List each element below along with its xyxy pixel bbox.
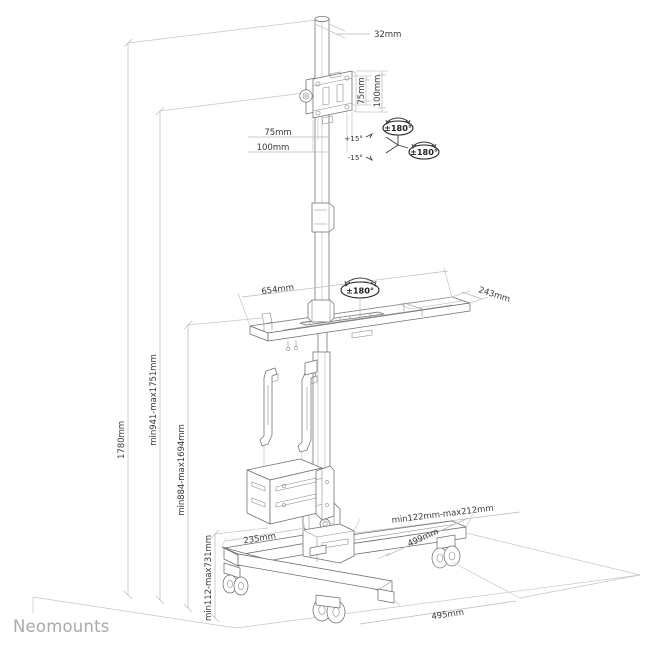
label-total-height: 1780mm [117, 421, 127, 459]
label-vesa-inner-height: 75mm [357, 77, 367, 104]
dim-vesa-horizontal: 75mm 100mm [248, 112, 353, 153]
dim-surface-width: 654mm [237, 267, 453, 327]
dim-worksurface-height: min884-max1694mm [177, 317, 263, 613]
label-worksurface-height: min884-max1694mm [177, 424, 187, 515]
label-vesa-outer-height: 100mm [373, 75, 383, 108]
work-surface [249, 296, 471, 351]
base-frame [221, 520, 467, 624]
badge-monitor-swivel: ±180° [408, 141, 440, 160]
castor-right [431, 534, 461, 569]
cpu-holder [246, 359, 335, 530]
dim-vesa-vertical: 75mm 100mm [352, 70, 388, 113]
label-base-width: 495mm [431, 608, 465, 622]
label-pole-diameter: 32mm [374, 30, 401, 40]
badge-monitor-rotate: ±180° [382, 117, 414, 136]
label-vesa-outer-width: 100mm [257, 143, 290, 153]
label-rot-side: ±180° [410, 147, 438, 157]
badge-worksurface-rotate: ±180° [340, 277, 380, 314]
label-rot-top: ±180° [384, 123, 412, 133]
label-monitor-height: min941-max1751mm [149, 354, 159, 445]
dim-base-width: 495mm [359, 561, 521, 625]
brand-watermark: Neomounts [13, 617, 110, 636]
label-vesa-inner-width: 75mm [264, 128, 291, 138]
dim-monitor-height: min941-max1751mm [149, 91, 313, 605]
rotation-symbol-cluster: ±180° ±180° +15° -15° [344, 117, 440, 162]
dim-pole-diameter: 32mm [314, 23, 401, 40]
dim-cpu-height: min112-max731mm [204, 527, 269, 623]
label-rot-surface: ±180° [346, 286, 374, 296]
ground-plane-right [465, 532, 641, 599]
dim-total-height: 1780mm [117, 19, 317, 600]
monitor-vesa-mount [299, 70, 357, 125]
label-tilt-minus: -15° [348, 153, 363, 162]
label-surface-depth: 243mm [477, 285, 511, 305]
label-surface-width: 654mm [261, 283, 295, 297]
ground-plane-lines [32, 574, 641, 629]
label-tilt-plus: +15° [344, 134, 363, 143]
castor-front-left [222, 562, 249, 596]
label-cpu-height: min112-max731mm [204, 535, 214, 621]
castor-rear [309, 544, 327, 557]
